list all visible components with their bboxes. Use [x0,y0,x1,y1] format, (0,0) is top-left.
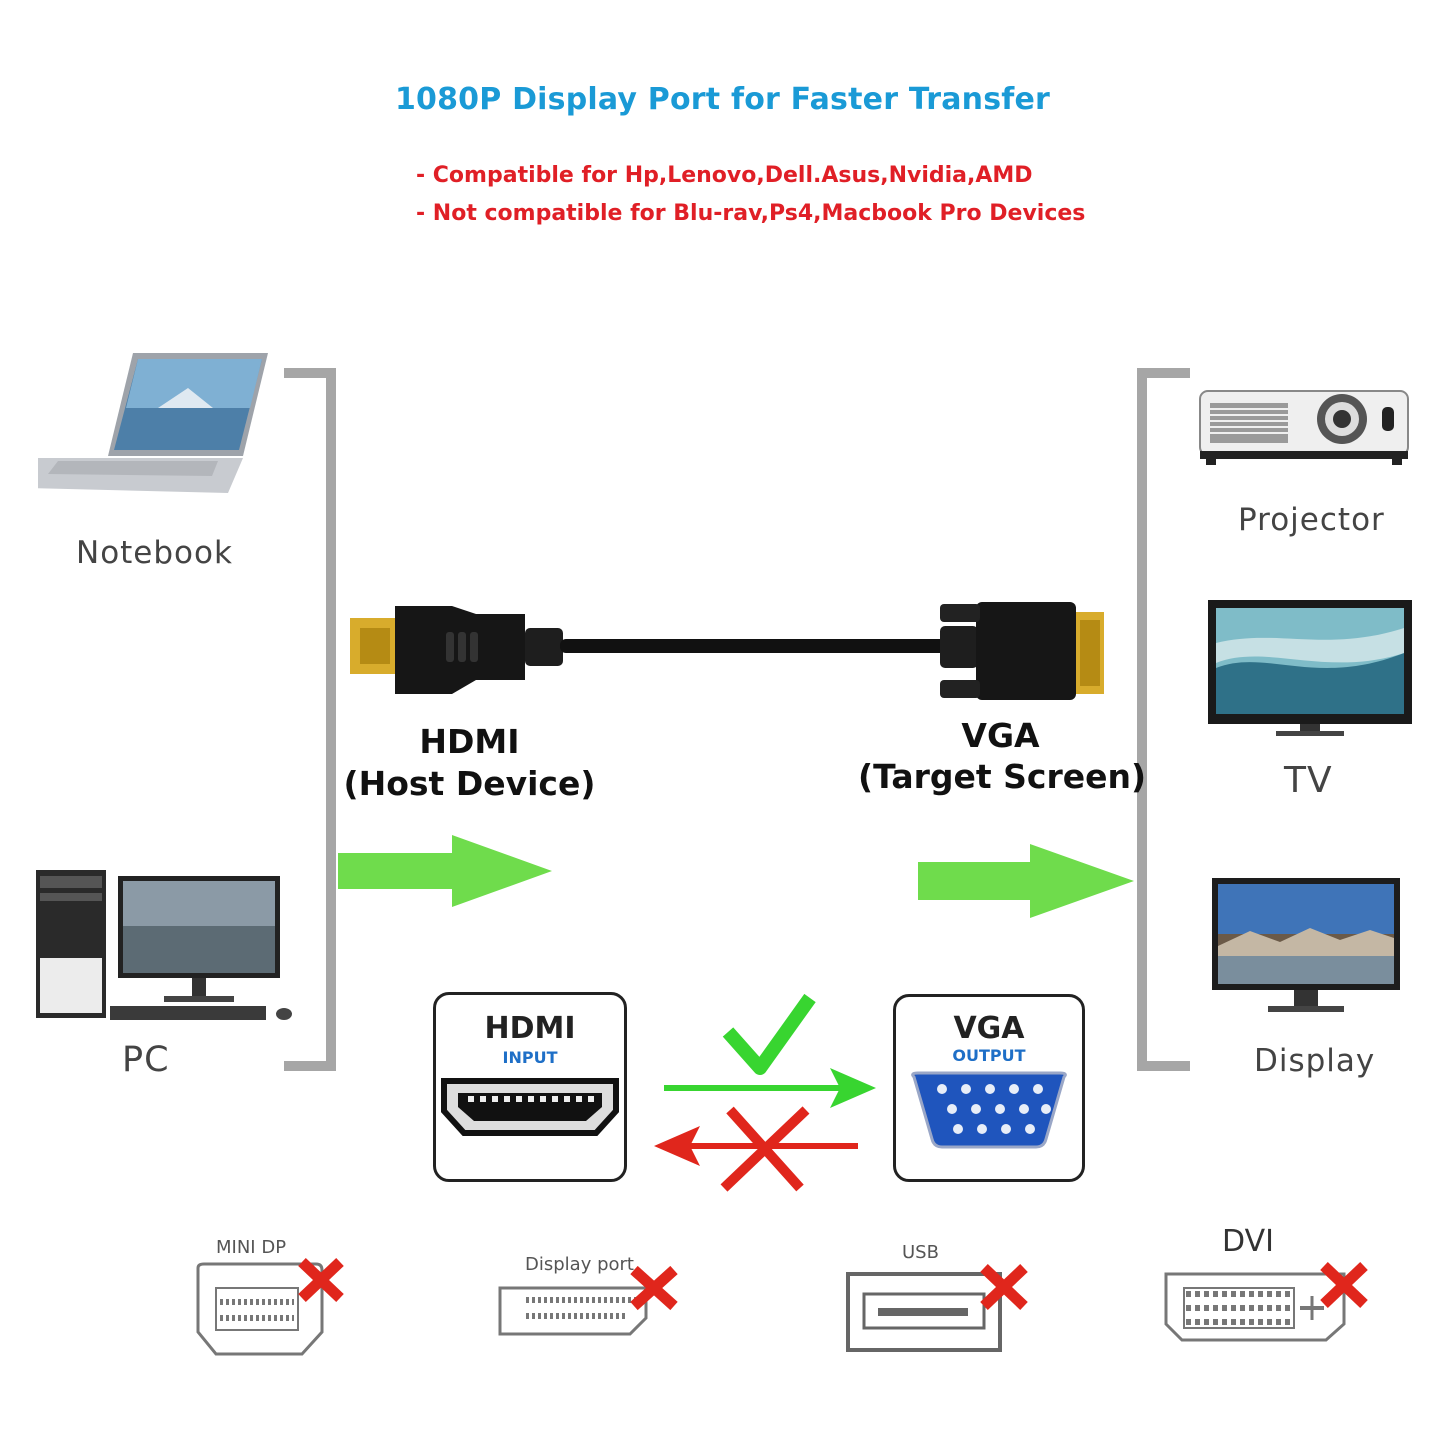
vga-output-port-card: VGA OUTPUT [893,994,1085,1182]
usb-port-icon [846,1264,1028,1352]
pc-icon [36,870,292,1020]
not-compatible-note: - Not compatible for Blu-rav,Ps4,Macbook… [416,201,1086,226]
source-bracket [284,368,336,1071]
vga-port-subtitle: OUTPUT [952,1046,1026,1065]
dvi-label: DVI [1222,1224,1274,1259]
display-port-label: Display port [525,1254,634,1275]
display-label: Display [1254,1043,1376,1079]
hdmi-host-label-line2: (Host Device) [343,764,596,803]
cross-icon-b [720,1106,810,1192]
signal-arrow-left [338,835,552,907]
forward-arrow-head [830,1068,876,1108]
cable-wire [560,639,950,653]
vga-target-label-line2: (Target Screen) [858,757,1147,796]
hdmi-port-icon [441,1078,619,1136]
mini-dp-label: MINI DP [216,1237,287,1258]
vga-plug-body [976,602,1076,700]
hdmi-port-title: HDMI [484,1011,576,1046]
projector-label: Projector [1238,502,1385,538]
tv-label: TV [1284,760,1333,801]
tv-icon [1208,600,1412,736]
direction-indicator [654,993,876,1192]
vga-port-title: VGA [953,1011,1025,1046]
pc-label: PC [122,1040,170,1080]
hdmi-host-label-line1: HDMI [419,722,520,761]
target-bracket [1137,368,1190,1071]
vga-target-label-line1: VGA [961,716,1040,755]
compatible-note: - Compatible for Hp,Lenovo,Dell.Asus,Nvi… [416,163,1033,188]
signal-arrow-right [918,844,1134,918]
notebook-icon [38,353,268,493]
hdmi-to-vga-cable [350,602,1104,700]
display-icon [1212,878,1400,1012]
notebook-label: Notebook [76,535,233,571]
usb-label: USB [902,1242,939,1263]
mini-dp-port-icon [196,1258,344,1356]
projector-icon [1199,390,1409,465]
check-icon [722,993,816,1075]
hdmi-port-subtitle: INPUT [502,1048,558,1067]
reverse-arrow-head [654,1126,700,1166]
vga-port-icon [911,1071,1067,1149]
display-port-icon [498,1266,678,1336]
hdmi-input-port-card: HDMI INPUT [433,992,627,1182]
dvi-port-icon [1164,1262,1368,1342]
page-title: 1080P Display Port for Faster Transfer [394,82,1051,117]
